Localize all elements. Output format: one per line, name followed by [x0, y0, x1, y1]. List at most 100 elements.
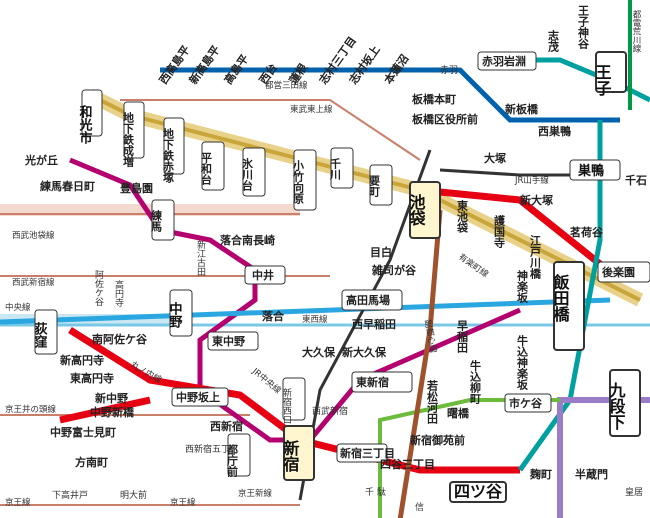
label-tobu-tojo-line: 東武東上線 [290, 104, 333, 115]
station-otsuka[interactable]: 大塚 [484, 151, 506, 165]
station-kanamecho[interactable]: 要町 [368, 175, 381, 198]
station-nishi-waseda[interactable]: 西早稲田 [352, 317, 396, 331]
station-hikawadai[interactable]: 氷川台 [241, 157, 255, 192]
yurakucho-stations: 和光市 地下鉄成増 地下鉄赤塚 平和台 氷川台 小竹向原 千川 要町 池袋 東池… [77, 89, 585, 351]
station-kagurazaka[interactable]: 神楽坂 [516, 269, 530, 304]
station-iidabashi[interactable]: 飯田橋 [551, 273, 571, 323]
station-ichigaya[interactable]: 市ケ谷 [509, 396, 543, 410]
station-shimotakaido[interactable]: 下高井戸 [52, 489, 88, 501]
station-nakano[interactable]: 中野 [167, 301, 183, 329]
station-higashi-koenji[interactable]: 東高円寺 [70, 371, 114, 385]
station-shin-itabashi[interactable]: 新板橋 [505, 102, 539, 116]
station-myogadani[interactable]: 茗荷谷 [570, 225, 604, 239]
fukutoshin-line [397, 209, 443, 518]
marunouchi-stations: 荻窪 南阿佐ケ谷 新高円寺 東高円寺 新中野 中野新橋 中野富士見町 方南町 西… [32, 193, 650, 503]
station-akabane-iwabuchi[interactable]: 赤羽岩淵 [482, 54, 526, 68]
label-keio-2: 京王線 [170, 497, 196, 508]
station-nakano-shimbashi[interactable]: 中野新橋 [90, 405, 135, 419]
station-meidaimae[interactable]: 明大前 [120, 489, 147, 501]
station-ochiai-minami-nagasaki[interactable]: 落合南長崎 [220, 233, 275, 247]
station-sengoku[interactable]: 千石 [625, 173, 647, 187]
station-shinjuku-sanchome[interactable]: 新宿三丁目 [340, 446, 395, 460]
tobu-tojo-line [120, 99, 421, 161]
label-kokyo: 皇居 [625, 486, 643, 498]
station-shin-egota[interactable]: 新江古田 [195, 239, 206, 277]
station-shinjuku[interactable]: 新宿 [281, 439, 300, 473]
marunouchi-honancho-branch [59, 396, 151, 424]
marunouchi-line [68, 327, 520, 474]
station-nishi-shinjuku-gochome[interactable]: 西新宿五丁目 [185, 443, 239, 455]
station-okubo[interactable]: 大久保 [302, 345, 336, 359]
station-nishi-sugamo[interactable]: 西巣鴨 [538, 124, 571, 138]
oedo-stations: 光が丘 練馬春日町 豊島園 練馬 新江古田 落合南長崎 中井 中野坂上 西新宿五… [24, 153, 529, 478]
station-hanzomon[interactable]: 半蔵門 [575, 467, 608, 481]
station-yotsuya-sanchome[interactable]: 四谷三丁目 [380, 457, 435, 471]
station-ushigome-kagurazaka[interactable]: 牛込神楽坂 [516, 334, 530, 391]
station-shinjuku-nishiguchi[interactable]: 新宿西口 [281, 387, 292, 424]
station-wakoshi[interactable]: 和光市 [77, 104, 94, 145]
station-sendagaya[interactable]: 千 駄 [365, 486, 386, 498]
station-itabashi-kuyakushomae[interactable]: 板橋区役所前 [412, 112, 478, 126]
station-shin-koenji[interactable]: 新高円寺 [60, 353, 104, 367]
station-ochiai[interactable]: 落合 [262, 309, 285, 323]
label-keio: 京王線 [5, 497, 31, 508]
station-heiwadai[interactable]: 平和台 [200, 152, 213, 186]
station-higashi-shinjuku[interactable]: 東新宿 [356, 375, 389, 389]
station-nakano-sakaue[interactable]: 中野坂上 [176, 390, 220, 404]
label-tozai-line: 東西線 [302, 314, 328, 325]
station-kojimachi[interactable]: 麹町 [529, 467, 552, 481]
station-seibu-shinjuku[interactable]: 西武新宿 [312, 405, 348, 417]
station-higashi-nakano[interactable]: 東中野 [212, 334, 245, 348]
station-nerima[interactable]: 練馬 [150, 209, 163, 233]
station-tochomae[interactable]: 都庁前 [226, 443, 240, 478]
tozai-stations: 高田馬場 落合 中野 早稲田 神楽坂 九段下 東西線 [167, 269, 641, 437]
station-kudanshita[interactable]: 九段下 [607, 382, 627, 431]
station-minami-asagaya[interactable]: 南阿佐ケ谷 [92, 332, 148, 346]
station-chikatetsu-akatsuka[interactable]: 地下鉄赤塚 [162, 127, 175, 183]
station-ogikubo[interactable]: 荻窪 [32, 321, 48, 349]
station-ushigome-yanagicho[interactable]: 牛込柳町 [469, 359, 482, 405]
station-zoshigaya[interactable]: 雑司が谷 [371, 263, 417, 277]
station-hikarigaoka[interactable]: 光が丘 [24, 153, 58, 167]
station-nakai[interactable]: 中井 [252, 268, 274, 282]
station-shin-takashimadaira[interactable]: 新高島平 [186, 43, 223, 87]
station-chikatetsu-narimasu[interactable]: 地下鉄成増 [122, 111, 135, 168]
station-shinjuku-gyoenmae[interactable]: 新宿御苑前 [410, 433, 465, 447]
station-kotake-mukaihara[interactable]: 小竹向原 [292, 159, 306, 205]
station-koenji[interactable]: 高円寺 [113, 279, 124, 307]
label-keio-inokashira: 京王井の頭線 [5, 404, 57, 415]
station-shin-nakano[interactable]: 新中野 [95, 391, 128, 405]
station-senkawa[interactable]: 千川 [329, 157, 343, 180]
station-wakamatsu-kawada[interactable]: 若松河田 [426, 379, 439, 425]
station-nerima-kasugacho[interactable]: 練馬春日町 [40, 179, 95, 193]
label-keio-new: 京王新線 [238, 488, 273, 499]
station-takadanobaba[interactable]: 高田馬場 [346, 293, 390, 307]
station-edogawabashi[interactable]: 江戸川橋 [529, 234, 543, 280]
station-toshimaen[interactable]: 豊島園 [120, 181, 153, 195]
station-waseda[interactable]: 早稲田 [456, 320, 469, 354]
station-itabashi-honcho[interactable]: 板橋本町 [412, 92, 456, 106]
station-oji-kamiya[interactable]: 王子神谷 [577, 5, 590, 50]
station-honancho[interactable]: 方南町 [75, 455, 108, 469]
station-higashi-ikebukuro[interactable]: 東池袋 [456, 199, 470, 234]
label-chuo: 中央線 [5, 302, 31, 313]
station-ikebukuro[interactable]: 池袋 [407, 193, 427, 227]
tozai-line [0, 297, 611, 325]
label-mita-line: 都営三田線 [265, 80, 308, 91]
station-gokokuji[interactable]: 護国寺 [493, 214, 506, 249]
station-mejiro[interactable]: 目白 [370, 245, 392, 259]
station-korakuen[interactable]: 後楽園 [602, 265, 635, 279]
station-shimo[interactable]: 志茂 [547, 29, 560, 53]
station-oji[interactable]: 王子 [593, 64, 612, 97]
station-yotsuya[interactable]: 四ツ谷 [454, 482, 503, 501]
station-akabane[interactable]: 赤羽 [440, 65, 458, 76]
station-asagaya[interactable]: 阿佐ケ谷 [93, 270, 104, 307]
station-sugamo[interactable]: 巣鴨 [577, 163, 604, 179]
station-shin-otsuka[interactable]: 新大塚 [520, 193, 553, 207]
station-akebonobashi[interactable]: 曙橋 [447, 406, 470, 420]
station-shinanomachi[interactable]: 信 [415, 501, 424, 513]
station-shin-okubo[interactable]: 新大久保 [342, 345, 387, 359]
label-jr-chuo: JR中央線 [249, 365, 283, 396]
station-nakano-fujimicho[interactable]: 中野富士見町 [50, 425, 116, 439]
station-nishi-shinjuku[interactable]: 西新宿 [210, 419, 243, 433]
